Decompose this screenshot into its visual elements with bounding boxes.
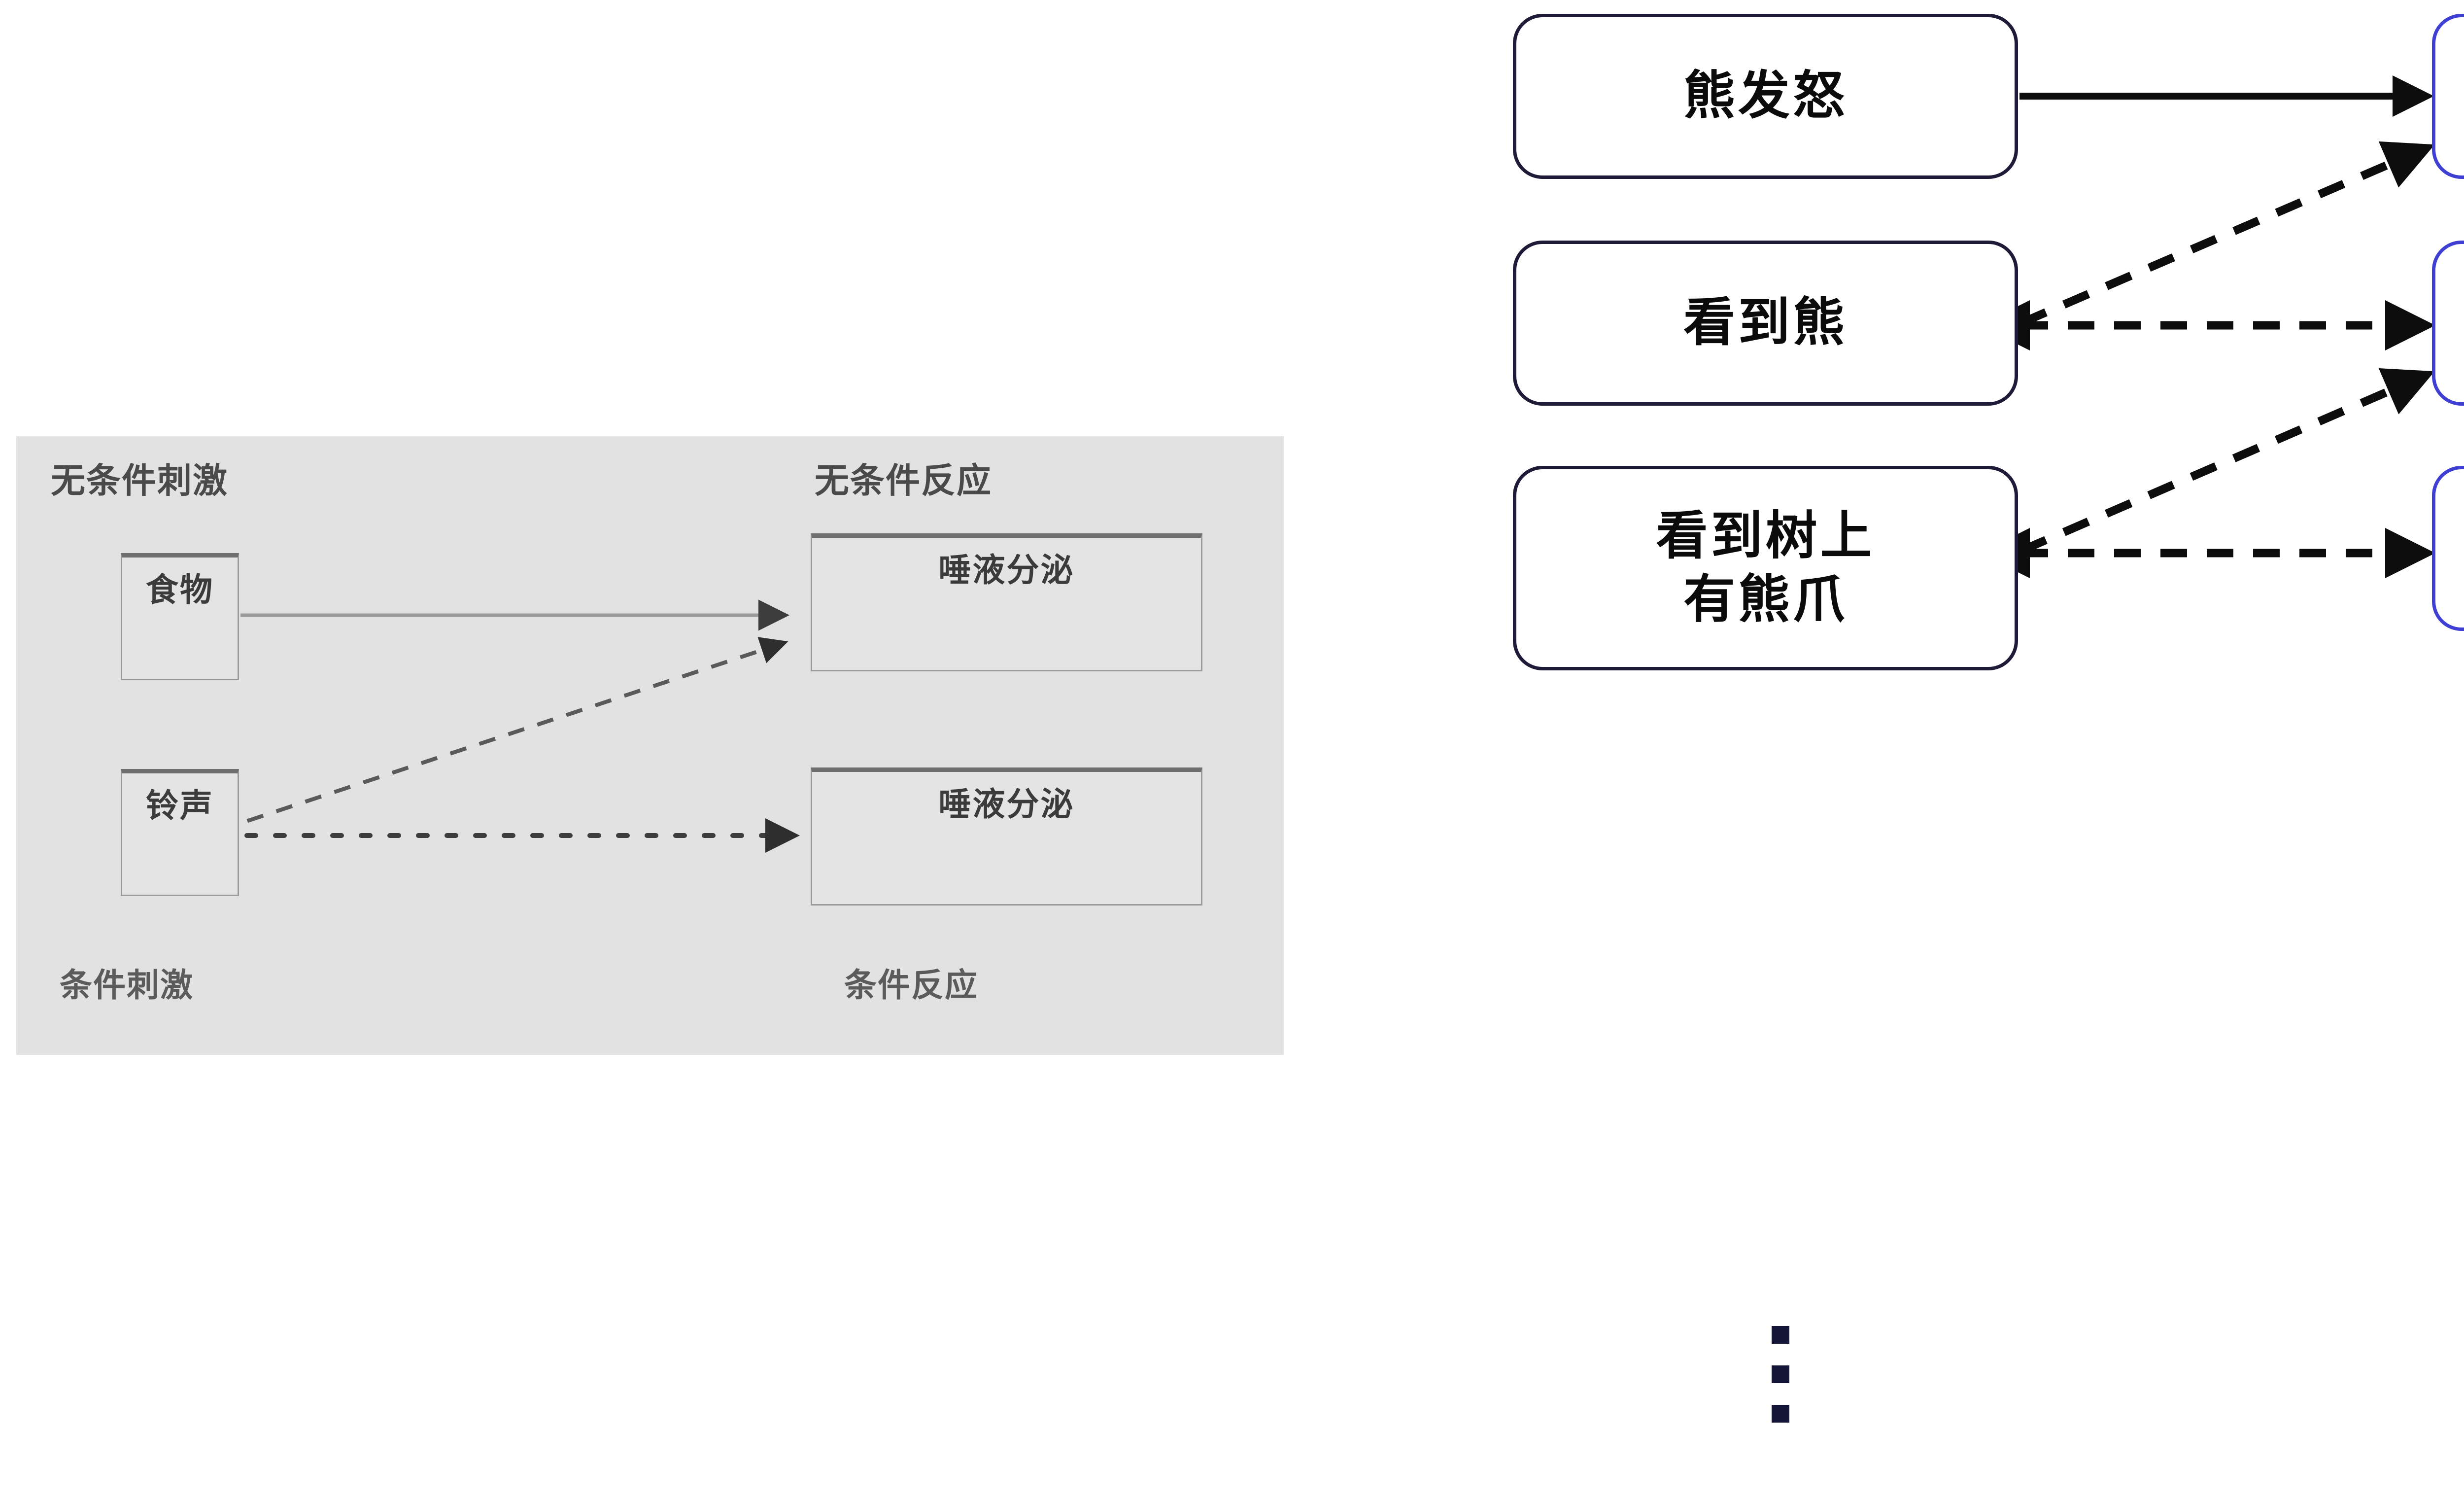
rl-box-see-bear-label: 看到熊 xyxy=(1683,294,1848,352)
rl-box-bear-angry-label: 熊发怒 xyxy=(1683,67,1848,125)
rl-box-reward[interactable]: 奖励 xyxy=(2432,14,2464,179)
rl-box-see-claw[interactable]: 看到树上 有熊爪 xyxy=(1513,466,2018,670)
pavlov-box-salivation-unconditioned-label: 唾液分泌 xyxy=(938,552,1075,588)
pavlov-box-salivation-conditioned-label: 唾液分泌 xyxy=(938,786,1075,822)
rl-box-see-bear[interactable]: 看到熊 xyxy=(1513,241,2018,406)
pavlov-box-food: 食物 xyxy=(121,553,239,680)
pavlovian-conditioning-panel: 无条件刺激 无条件反应 食物 铃声 唾液分泌 唾液分泌 条件刺激 条件反应 xyxy=(16,436,1284,1055)
label-conditioned-stimulus: 条件刺激 xyxy=(60,967,194,1003)
rl-box-v-s[interactable]: V(s) xyxy=(2432,466,2464,631)
pavlov-connection-layer xyxy=(216,599,800,853)
label-conditioned-response: 条件反应 xyxy=(844,967,978,1003)
rl-box-bear-angry[interactable]: 熊发怒 xyxy=(1513,14,2018,179)
label-unconditioned-stimulus: 无条件刺激 xyxy=(51,461,228,500)
rl-connection-layer xyxy=(1980,75,2435,578)
pavlov-box-bell: 铃声 xyxy=(121,769,239,896)
arrow-see-bear-to-reward xyxy=(2019,141,2435,327)
pavlov-box-salivation-conditioned: 唾液分泌 xyxy=(811,767,1202,906)
rl-box-v-s-next[interactable]: V(s′) xyxy=(2432,241,2464,406)
pavlov-box-food-label: 食物 xyxy=(146,571,214,608)
arrow-see-claw-to-v-s-next xyxy=(2019,368,2435,555)
pavlov-box-bell-label: 铃声 xyxy=(146,787,214,824)
ellipsis-square xyxy=(1772,1326,1789,1344)
left-ellipsis xyxy=(1772,1326,1789,1423)
rl-box-see-claw-label: 看到树上 有熊爪 xyxy=(1656,507,1875,628)
ellipsis-square xyxy=(1772,1365,1789,1383)
pavlov-box-salivation-unconditioned: 唾液分泌 xyxy=(811,533,1202,671)
ellipsis-square xyxy=(1772,1405,1789,1423)
arrow-bell-to-saliva-unconditioned xyxy=(217,637,788,833)
label-unconditioned-response: 无条件反应 xyxy=(815,461,992,500)
